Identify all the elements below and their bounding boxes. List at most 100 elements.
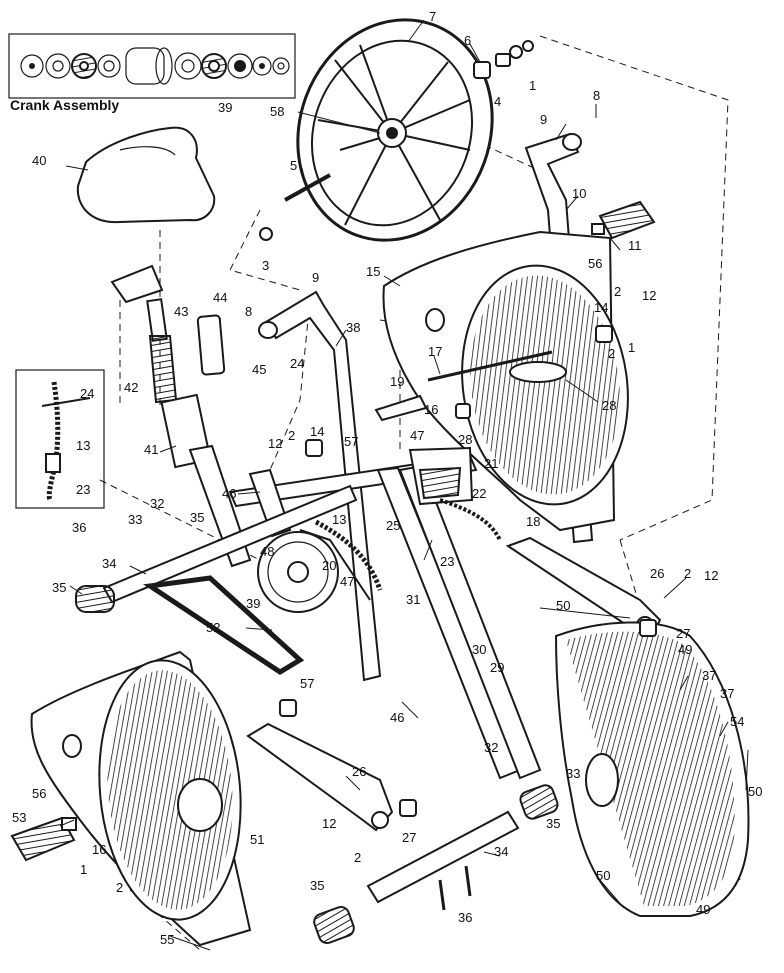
callout-56a: 56 — [588, 256, 602, 271]
callout-38: 38 — [346, 320, 360, 335]
callout-15: 15 — [366, 264, 380, 279]
flywheel-axle-parts — [259, 40, 534, 241]
callout-36a: 36 — [72, 520, 86, 535]
callout-27b: 27 — [402, 830, 416, 845]
callout-49a: 49 — [678, 642, 692, 657]
callout-14b: 14 — [310, 424, 324, 439]
callout-55: 55 — [160, 932, 174, 947]
callout-44: 44 — [213, 290, 227, 305]
crank-assembly-inset: Crank Assembly 39 — [8, 33, 296, 115]
leader-lines — [59, 19, 749, 951]
crank-assembly-parts — [20, 47, 290, 85]
callout-8b: 8 — [245, 304, 252, 319]
callout-20: 20 — [322, 558, 336, 573]
callout-4: 4 — [494, 94, 501, 109]
callout-47b: 47 — [340, 574, 354, 589]
drive-belt — [143, 575, 305, 675]
crank-assembly-box — [8, 33, 296, 99]
axle-17 — [427, 350, 553, 382]
callout-46a: 46 — [222, 486, 236, 501]
callout-5: 5 — [290, 158, 297, 173]
callout-26a: 26 — [650, 566, 664, 581]
callout-13b: 13 — [332, 512, 346, 527]
callout-53: 53 — [12, 810, 26, 825]
callout-36b: 36 — [458, 910, 472, 925]
callout-50c: 50 — [596, 868, 610, 883]
callout-9a: 9 — [540, 112, 547, 127]
callout-28a: 28 — [602, 398, 616, 413]
callout-40: 40 — [32, 153, 46, 168]
callout-50b: 50 — [748, 784, 762, 799]
callout-29: 29 — [490, 660, 504, 675]
callout-21: 21 — [484, 456, 498, 471]
callout-43: 43 — [174, 304, 188, 319]
callout-24a: 24 — [290, 356, 304, 371]
callout-1b: 1 — [628, 340, 635, 355]
bushings — [279, 325, 657, 817]
callout-28b: 28 — [458, 432, 472, 447]
callout-13a: 13 — [76, 438, 90, 453]
callout-16a: 16 — [424, 402, 438, 417]
callout-46b: 46 — [390, 710, 404, 725]
left-lever-arm — [246, 722, 394, 832]
callout-27a: 27 — [676, 626, 690, 641]
callout-18: 18 — [526, 514, 540, 529]
callout-22: 22 — [472, 486, 486, 501]
right-pedal — [591, 200, 656, 240]
callout-58: 58 — [270, 104, 284, 119]
callout-32b: 32 — [484, 740, 498, 755]
callout-19: 19 — [390, 374, 404, 389]
callout-2d: 2 — [684, 566, 691, 581]
callout-37b: 37 — [720, 686, 734, 701]
callout-2e: 2 — [354, 850, 361, 865]
crank-pulley — [257, 529, 371, 613]
cable — [439, 498, 502, 541]
callout-24b: 24 — [80, 386, 94, 401]
callout-12b: 12 — [268, 436, 282, 451]
callout-54: 54 — [730, 714, 744, 729]
callout-49b: 49 — [696, 902, 710, 917]
cable-detail-inset — [15, 369, 105, 509]
callout-41: 41 — [144, 442, 158, 457]
callout-6: 6 — [464, 33, 471, 48]
rear-arm-upper — [75, 484, 358, 613]
callout-2c: 2 — [288, 428, 295, 443]
callout-2f: 2 — [116, 880, 123, 895]
crank-assembly-ref: 39 — [218, 100, 232, 115]
callout-50a: 50 — [556, 598, 570, 613]
callout-12d: 12 — [322, 816, 336, 831]
seat — [76, 126, 216, 224]
callout-23a: 23 — [76, 482, 90, 497]
callout-labels: 7 6 4 1 8 9 58 40 5 10 11 56 3 15 9 44 4… — [12, 9, 762, 947]
callout-56b: 56 — [32, 786, 46, 801]
callout-9b: 9 — [312, 270, 319, 285]
callout-16b: 16 — [92, 842, 106, 857]
callout-30: 30 — [472, 642, 486, 657]
callout-2b: 2 — [608, 346, 615, 361]
callout-31: 31 — [406, 592, 420, 607]
callout-32a: 32 — [150, 496, 164, 511]
callout-12a: 12 — [642, 288, 656, 303]
callout-39: 39 — [246, 596, 260, 611]
left-fan-guard — [30, 650, 252, 947]
callout-17: 17 — [428, 344, 442, 359]
callout-26b: 26 — [352, 764, 366, 779]
callout-33a: 33 — [128, 512, 142, 527]
callout-35d: 35 — [310, 878, 324, 893]
callout-7: 7 — [429, 9, 436, 24]
callout-8a: 8 — [593, 88, 600, 103]
right-fan-guard — [382, 230, 629, 532]
crank-assembly-title: Crank Assembly — [10, 97, 119, 113]
callout-35b: 35 — [52, 580, 66, 595]
callout-35a: 35 — [190, 510, 204, 525]
callout-57a: 57 — [344, 434, 358, 449]
lower-axle — [313, 784, 559, 944]
callout-48: 48 — [260, 544, 274, 559]
callout-11: 11 — [628, 238, 642, 253]
callout-1a: 1 — [529, 78, 536, 93]
right-fan-shroud — [554, 621, 750, 917]
callout-37a: 37 — [702, 668, 716, 683]
callout-47a: 47 — [410, 428, 424, 443]
flywheel — [296, 18, 494, 242]
